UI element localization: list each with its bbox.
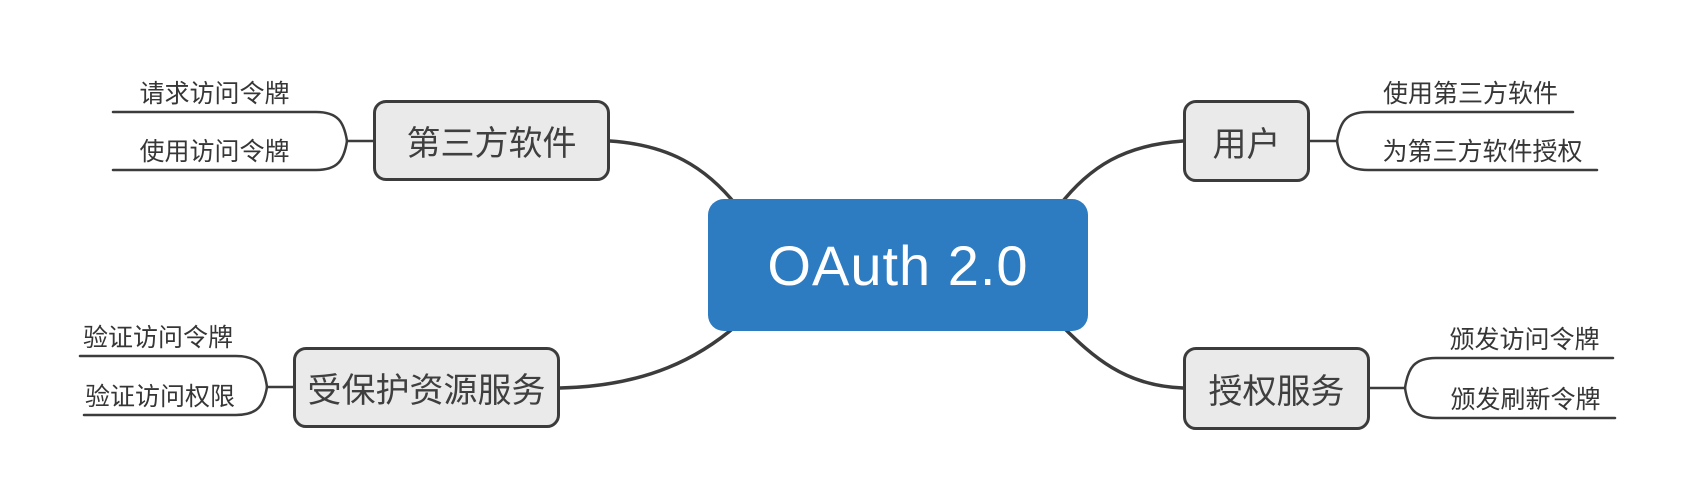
branch-node-protected-resource-service[interactable]: 受保护资源服务 [293, 347, 560, 428]
branch-curve-top-right [1057, 139, 1185, 208]
subtopic-underline-issue-access-token [1403, 356, 1615, 390]
subtopic-verify-access-permission[interactable]: 验证访问权限 [84, 383, 235, 411]
branch-node-authorization-service[interactable]: 授权服务 [1183, 347, 1370, 430]
subtopic-use-access-token[interactable]: 使用访问令牌 [139, 138, 290, 166]
branch-node-third-party-software[interactable]: 第三方软件 [373, 100, 610, 181]
branch-node-user[interactable]: 用户 [1183, 100, 1310, 182]
subtopic-request-access-token[interactable]: 请求访问令牌 [139, 80, 290, 108]
branch-curve-top-left [608, 139, 739, 208]
subtopic-issue-access-token[interactable]: 颁发访问令牌 [1449, 326, 1600, 354]
subtopic-use-third-party-software[interactable]: 使用第三方软件 [1382, 80, 1558, 108]
subtopic-verify-access-token[interactable]: 验证访问令牌 [82, 324, 233, 352]
subtopic-issue-refresh-token[interactable]: 颁发刷新令牌 [1450, 386, 1601, 414]
branch-curve-bottom-right [1059, 323, 1185, 390]
subtopic-authorize-third-party-software[interactable]: 为第三方软件授权 [1382, 138, 1583, 166]
central-topic[interactable]: OAuth 2.0 [708, 199, 1088, 331]
branch-curve-bottom-left [558, 323, 739, 390]
